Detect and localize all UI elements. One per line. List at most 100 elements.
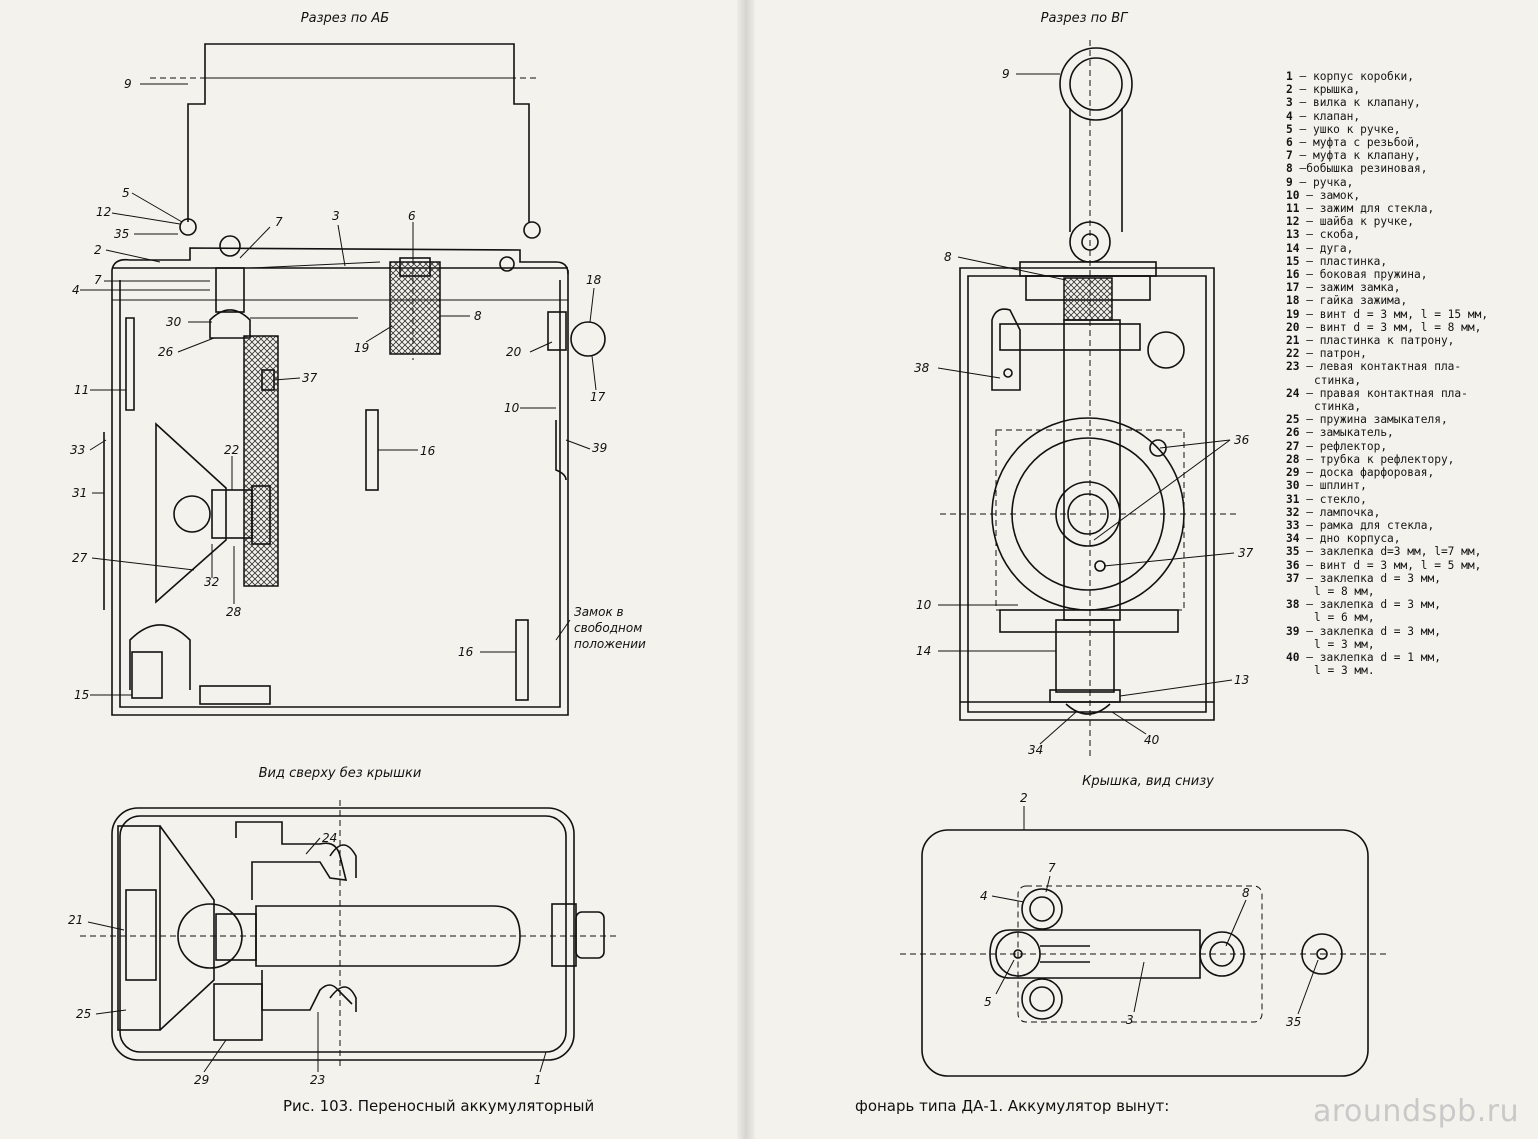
- legend-number: 11: [1286, 202, 1300, 216]
- legend-number: 3: [1286, 96, 1293, 110]
- callout: 37: [302, 371, 318, 385]
- callout: 7: [94, 273, 102, 287]
- legend-number: 23: [1286, 360, 1300, 374]
- legend-number: 36: [1286, 558, 1300, 572]
- legend-text: — стекло,: [1306, 492, 1367, 506]
- legend-number: 4: [1286, 109, 1293, 123]
- legend-number: 16: [1286, 268, 1300, 282]
- watermark: aroundspb.ru: [1313, 1094, 1520, 1129]
- legend-text: — патрон,: [1306, 347, 1367, 361]
- callout: 28: [226, 605, 242, 619]
- legend-item: 5 — ушко к ручке,: [1286, 123, 1531, 136]
- legend-item: 36 — винт d = 3 мм, l = 5 мм,: [1286, 559, 1531, 572]
- legend-text: стинка,: [1314, 373, 1362, 387]
- legend-number: 12: [1286, 215, 1300, 229]
- callout: 40: [1144, 733, 1160, 747]
- legend-item: стинка,: [1286, 374, 1531, 387]
- legend-number: 30: [1286, 479, 1300, 493]
- legend-item: 24 — правая контактная пла-: [1286, 387, 1531, 400]
- callout: 34: [1028, 743, 1043, 757]
- legend-text: — заклепка d = 3 мм,: [1306, 571, 1441, 585]
- legend-text: — шайба к ручке,: [1306, 215, 1415, 229]
- legend-text: — шплинт,: [1306, 479, 1367, 493]
- lock-note-line: свободном: [574, 621, 642, 635]
- callout: 6: [408, 209, 416, 223]
- legend-item: 10 — замок,: [1286, 189, 1531, 202]
- legend-number: 39: [1286, 624, 1300, 638]
- top-view-title: Вид сверху без крышки: [259, 766, 422, 781]
- legend-text: — дно корпуса,: [1306, 532, 1401, 546]
- legend-item: 8 —бобышка резиновая,: [1286, 162, 1531, 175]
- legend-text: — муфта к клапану,: [1299, 149, 1421, 163]
- legend-item: 2 — крышка,: [1286, 83, 1531, 96]
- callout: 29: [194, 1073, 209, 1087]
- legend-number: 26: [1286, 426, 1300, 440]
- legend-number: 9: [1286, 175, 1293, 189]
- legend-text: — ручка,: [1299, 175, 1354, 189]
- legend-item: 16 — боковая пружина,: [1286, 268, 1531, 281]
- legend-item: 19 — винт d = 3 мм, l = 15 мм,: [1286, 308, 1531, 321]
- callout: 23: [310, 1073, 325, 1087]
- legend-text: — зажим замка,: [1306, 281, 1401, 295]
- callout: 19: [354, 341, 369, 355]
- legend-number: 13: [1286, 228, 1300, 242]
- callout: 13: [1234, 673, 1249, 687]
- callout: 4: [72, 283, 80, 297]
- legend-item: 28 — трубка к рефлектору,: [1286, 453, 1531, 466]
- callout: 21: [68, 913, 83, 927]
- legend-text: — клапан,: [1299, 109, 1361, 123]
- legend-text: стинка,: [1314, 400, 1362, 414]
- lock-note-line: положении: [574, 637, 646, 651]
- callout: 8: [474, 309, 482, 323]
- legend-number: 8: [1286, 162, 1293, 176]
- legend-item: 13 — скоба,: [1286, 228, 1531, 241]
- callout: 32: [204, 575, 219, 589]
- legend-item: 6 — муфта с резьбой,: [1286, 136, 1531, 149]
- section-vg-title: Разрез по ВГ: [1041, 11, 1130, 26]
- callout: 3: [332, 209, 340, 223]
- legend-text: — заклепка d=3 мм, l=7 мм,: [1306, 545, 1482, 559]
- legend-item: 3 — вилка к клапану,: [1286, 96, 1531, 109]
- legend-number: 1: [1286, 70, 1293, 83]
- legend-item: 20 — винт d = 3 мм, l = 8 мм,: [1286, 321, 1531, 334]
- callout: 18: [586, 273, 602, 287]
- legend-item: l = 3 мм,: [1286, 638, 1531, 651]
- legend-text: — правая контактная пла-: [1306, 386, 1468, 400]
- callout: 33: [70, 443, 85, 457]
- legend-number: 31: [1286, 492, 1300, 506]
- callout: 5: [984, 995, 992, 1009]
- legend-text: — гайка зажима,: [1306, 294, 1408, 308]
- legend-text: — пружина замыкателя,: [1306, 413, 1448, 427]
- legend-item: 35 — заклепка d=3 мм, l=7 мм,: [1286, 545, 1531, 558]
- legend-text: — трубка к рефлектору,: [1306, 452, 1455, 466]
- legend-item: 17 — зажим замка,: [1286, 281, 1531, 294]
- legend-text: — муфта с резьбой,: [1299, 136, 1421, 150]
- section-ab-drawing: Разрез по АБ: [70, 11, 646, 716]
- legend-item: 14 — дуга,: [1286, 242, 1531, 255]
- callout: 8: [1242, 886, 1250, 900]
- legend-text: — крышка,: [1299, 83, 1361, 97]
- lock-note-line: Замок в: [574, 605, 624, 619]
- callout: 35: [114, 227, 129, 241]
- legend-item: 40 — заклепка d = 1 мм,: [1286, 651, 1531, 664]
- lid-view-title: Крышка, вид снизу: [1082, 774, 1214, 789]
- legend-number: 40: [1286, 650, 1300, 664]
- legend-item: l = 3 мм.: [1286, 664, 1531, 677]
- legend-item: 25 — пружина замыкателя,: [1286, 413, 1531, 426]
- legend-number: 5: [1286, 122, 1293, 136]
- legend-number: 38: [1286, 598, 1300, 612]
- legend-number: 19: [1286, 307, 1300, 321]
- legend-number: 14: [1286, 241, 1300, 255]
- legend-text: — зажим для стекла,: [1306, 202, 1435, 216]
- legend-number: 34: [1286, 532, 1300, 546]
- callout: 30: [166, 315, 182, 329]
- callout: 8: [944, 250, 952, 264]
- legend-number: 33: [1286, 518, 1300, 532]
- legend-number: 2: [1286, 83, 1293, 97]
- legend-text: — боковая пружина,: [1306, 268, 1428, 282]
- legend-item: l = 6 мм,: [1286, 611, 1531, 624]
- callout: 20: [506, 345, 522, 359]
- callout: 3: [1126, 1013, 1134, 1027]
- legend-text: — рефлектор,: [1306, 439, 1388, 453]
- callout: 2: [94, 243, 102, 257]
